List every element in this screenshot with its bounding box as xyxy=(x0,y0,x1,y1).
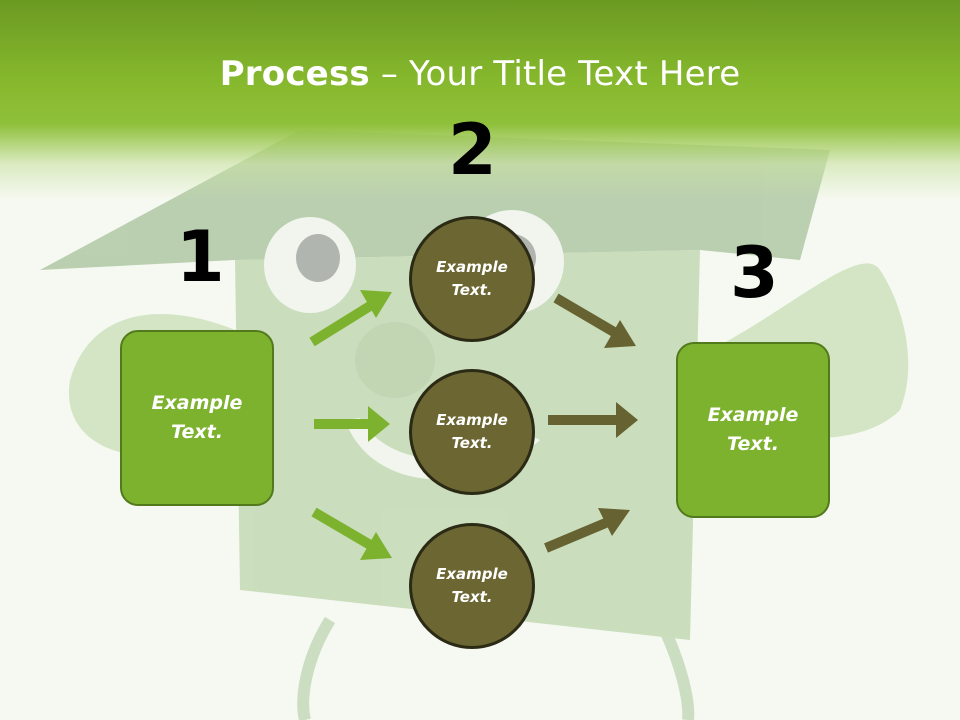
title-rest: – Your Title Text Here xyxy=(369,54,741,94)
step-number-1: 1 xyxy=(176,216,225,298)
step-number-3: 3 xyxy=(730,232,779,314)
step-3-box-label: Example Text. xyxy=(707,404,799,455)
step-2-circle-top[interactable]: Example Text. xyxy=(409,216,535,342)
title-band xyxy=(0,0,960,200)
step-3-box[interactable]: Example Text. xyxy=(676,342,830,518)
step-number-2: 2 xyxy=(448,109,497,191)
step-1-box[interactable]: Example Text. xyxy=(120,330,274,506)
circle-label-bottom: Example Text. xyxy=(436,565,508,606)
step-2-circle-middle[interactable]: Example Text. xyxy=(409,369,535,495)
step-2-circle-bottom[interactable]: Example Text. xyxy=(409,523,535,649)
title-bold: Process xyxy=(219,54,370,94)
slide-title: Process – Your Title Text Here xyxy=(0,52,960,96)
circle-label-top: Example Text. xyxy=(436,258,508,299)
circle-label-middle: Example Text. xyxy=(436,411,508,452)
step-1-box-label: Example Text. xyxy=(151,392,243,443)
